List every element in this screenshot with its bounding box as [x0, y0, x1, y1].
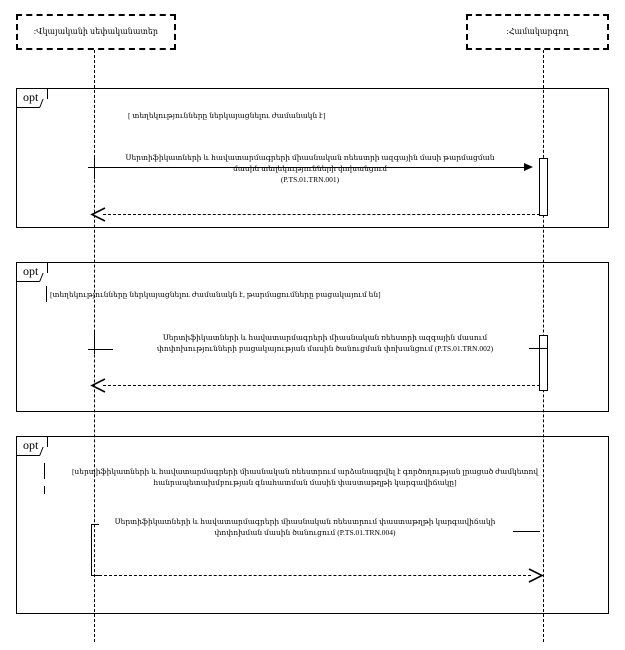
activation-certificate-owner-3: [91, 524, 99, 576]
message-trn-001-label: Սերտիֆիկատների և հավատարմագրերի միասնակա…: [125, 153, 495, 184]
activation-coordinator-2: [539, 335, 548, 391]
opt-fragment-2-operator: opt: [17, 263, 49, 282]
opt-fragment-3[interactable]: opt: [16, 436, 609, 614]
opt-fragment-3-operator: opt: [17, 437, 49, 456]
actor-certificate-owner[interactable]: :Վկայականի սեփականատեր: [16, 14, 176, 50]
message-trn-001-line: [94, 167, 524, 168]
reply-trn-001-arrowhead: [90, 207, 106, 222]
opt-fragment-1[interactable]: opt: [16, 88, 609, 228]
reply-trn-001-line: [103, 214, 540, 215]
message-trn-004-line: [99, 575, 531, 576]
opt-fragment-1-guard: [ տեղեկությունները ներկայացնելու ժամանակ…: [128, 111, 326, 120]
message-trn-002-label: Սերտիֆիկատների և հավատարմագրերի միասնակա…: [156, 333, 494, 353]
reply-trn-002-line: [103, 385, 540, 386]
opt-fragment-3-guard-tick: [44, 463, 45, 479]
message-trn-001-arrowhead: [524, 162, 533, 171]
opt-fragment-3-guard: [սերտիֆիկատների և հավատարմագրերի միասնակ…: [71, 467, 539, 487]
message-trn-004-label: Սերտիֆիկատների և հավատարմագրերի միասնակա…: [114, 517, 496, 537]
activation-certificate-owner-2: [94, 330, 95, 354]
actor-coordinator[interactable]: :Համակարգող: [466, 14, 609, 50]
opt-fragment-2-guard: [տեղեկությունները ներկայացնելու ժամանակն…: [50, 290, 381, 299]
opt-fragment-2[interactable]: opt: [16, 262, 609, 412]
opt-fragment-3-guard-tick-2: [44, 486, 45, 494]
message-trn-004-arrowhead: [528, 568, 544, 583]
opt-fragment-2-guard-tick: [46, 286, 47, 302]
reply-trn-002-arrowhead: [90, 378, 106, 393]
actor-coordinator-label: :Համակարգող: [506, 26, 569, 36]
message-trn-002-line: [529, 348, 547, 349]
opt-fragment-1-operator: opt: [17, 89, 49, 108]
activation-stub-owner-2: [88, 349, 113, 350]
activation-coordinator-1: [539, 158, 548, 216]
actor-certificate-owner-label: :Վկայականի սեփականատեր: [33, 26, 159, 36]
message-trn-004-stub: [513, 531, 540, 532]
